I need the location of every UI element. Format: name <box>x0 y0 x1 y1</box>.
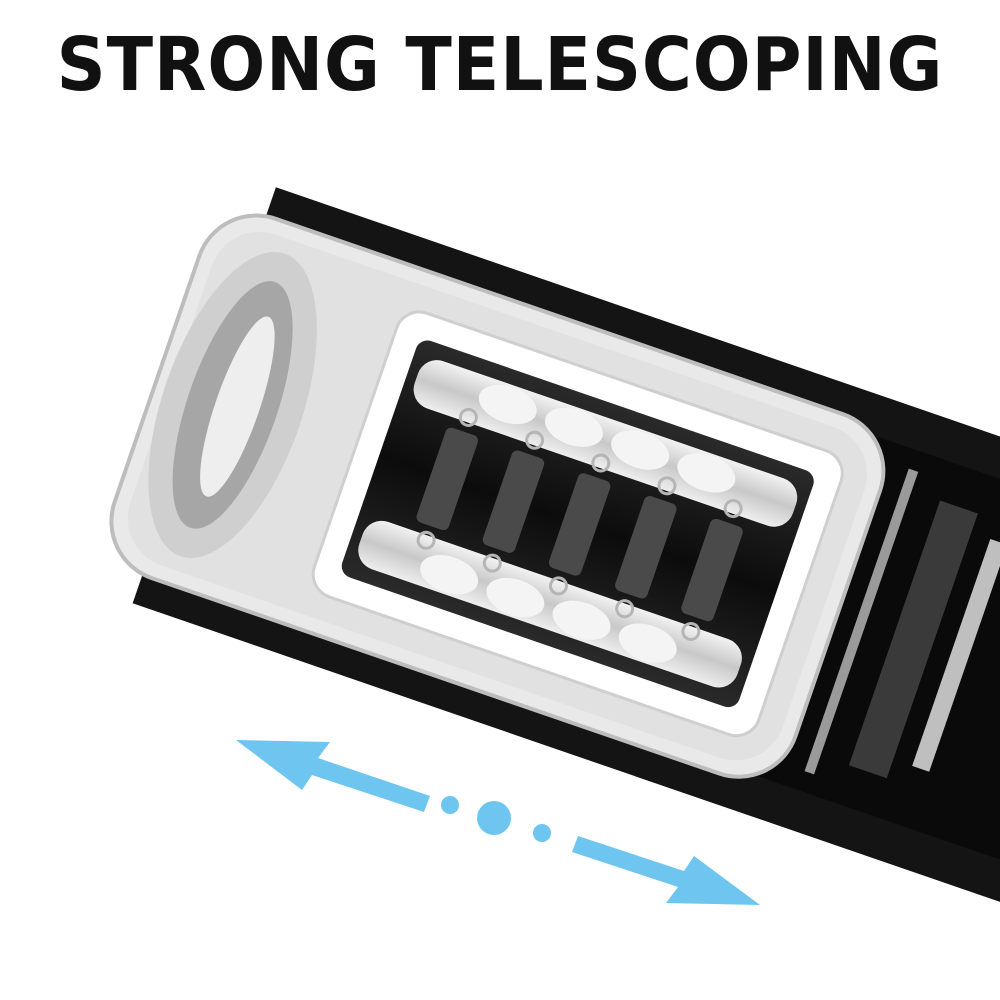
double-arrow-icon <box>236 740 760 905</box>
motion-dots-icon <box>441 796 551 842</box>
headline-title: STRONG TELESCOPING <box>56 22 944 108</box>
ribbed-sleeve <box>358 360 798 688</box>
